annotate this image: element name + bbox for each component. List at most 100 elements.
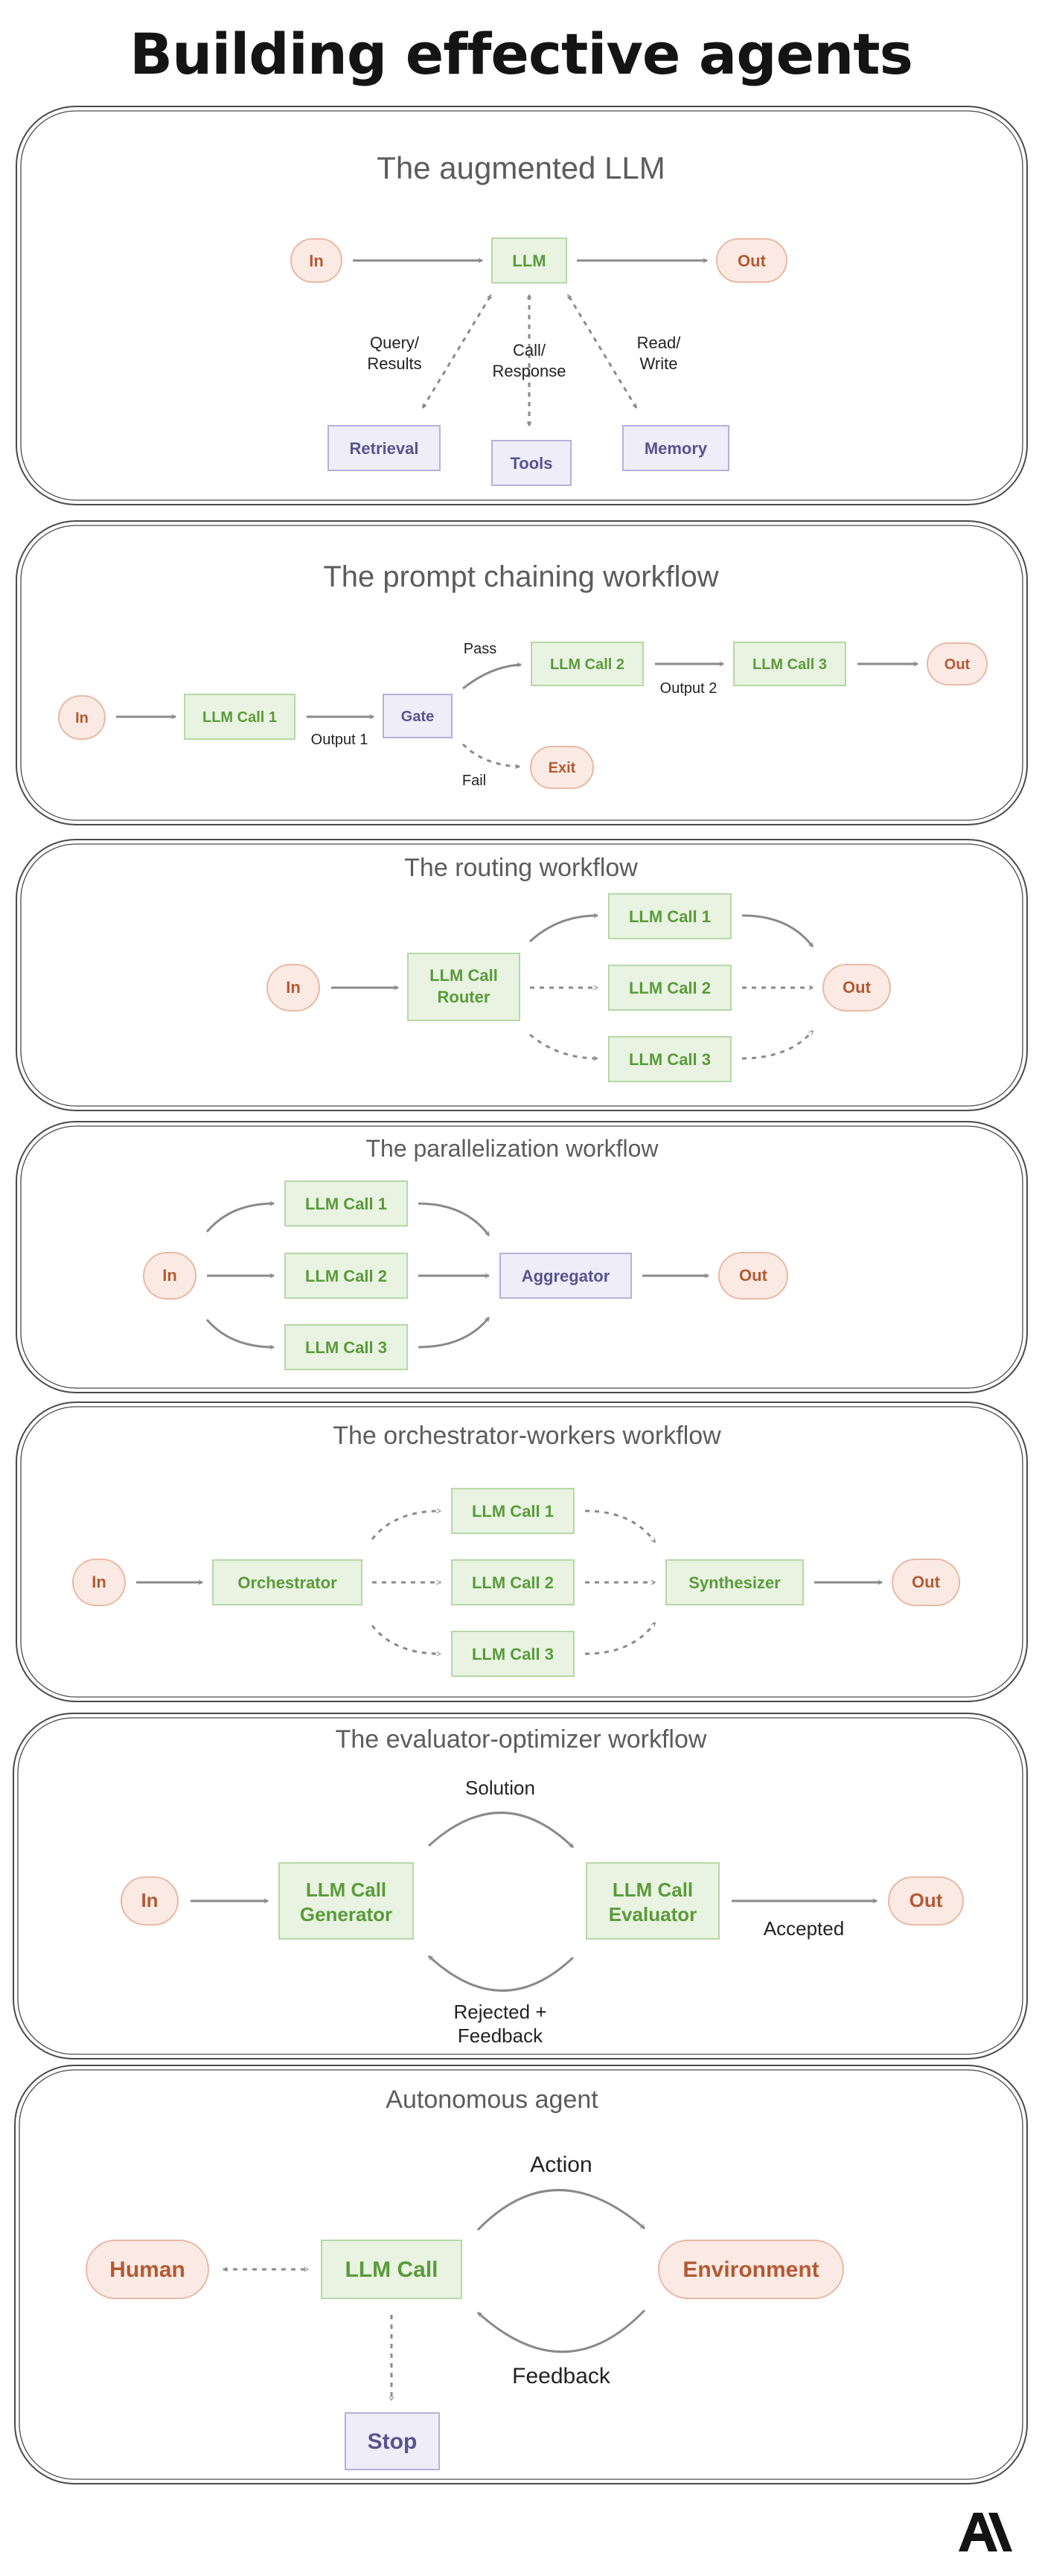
readwrite-label-1: Read/ — [637, 333, 682, 352]
action-label: Action — [530, 2152, 592, 2177]
llm-call-2-node — [531, 642, 644, 686]
in-node — [143, 1252, 196, 1300]
in-node — [58, 695, 106, 740]
memory-label: Memory — [645, 439, 708, 458]
in-label: In — [92, 1573, 106, 1591]
llm-call-1-node — [451, 1488, 575, 1534]
llm-call-3-label: LLM Call 3 — [472, 1645, 554, 1663]
out-node — [716, 238, 787, 283]
in-label: In — [162, 1266, 177, 1285]
llm-call-2-node — [608, 965, 732, 1011]
panel-title: The orchestrator-workers workflow — [333, 1422, 721, 1450]
gate-label: Gate — [401, 709, 434, 725]
retrieval-node — [327, 425, 441, 471]
output-2-label: Output 2 — [660, 680, 717, 697]
panel-parallelization: The parallelization workflow In LLM Call… — [16, 1121, 1028, 1393]
arrow — [427, 1812, 575, 1849]
llm-call-1-node — [284, 1180, 408, 1227]
dashed-arrow — [421, 295, 493, 408]
evaluator-label-2: Evaluator — [609, 1903, 697, 1925]
panel-orchestrator-workers: The orchestrator-workers workflow In Orc… — [16, 1402, 1028, 1702]
panel-augmented-llm: The augmented LLM In LLM Out Query/ Resu… — [16, 106, 1028, 505]
in-node — [72, 1559, 126, 1606]
out-label: Out — [843, 978, 872, 997]
out-label: Out — [738, 252, 767, 270]
memory-node — [622, 425, 729, 471]
gate-node — [383, 694, 453, 738]
llm-call-1-label: LLM Call 1 — [202, 709, 277, 726]
aggregator-node — [499, 1253, 632, 1299]
router-label-2: Router — [438, 988, 490, 1006]
in-label: In — [141, 1889, 158, 1911]
human-label: Human — [109, 2257, 185, 2282]
dashed-arrow — [741, 1030, 814, 1060]
fail-label: Fail — [462, 773, 486, 789]
tools-label: Tools — [510, 454, 552, 473]
dashed-arrow — [566, 295, 638, 408]
llm-call-3-node — [608, 1036, 732, 1082]
exit-label: Exit — [549, 760, 576, 776]
retrieval-label: Retrieval — [350, 439, 419, 458]
dashed-arrow — [461, 743, 520, 767]
llm-label: LLM — [512, 252, 546, 270]
aggregator-label: Aggregator — [522, 1267, 610, 1285]
llm-node — [491, 237, 567, 284]
out-label: Out — [944, 656, 971, 673]
router-label-1: LLM Call — [429, 966, 498, 985]
llm-call-1-label: LLM Call 1 — [629, 907, 711, 926]
anthropic-logo-icon — [959, 2513, 1012, 2551]
rejected-label-1: Rejected + — [453, 2001, 546, 2023]
environment-label: Environment — [683, 2257, 819, 2282]
pass-label: Pass — [464, 641, 496, 657]
orchestrator-label: Orchestrator — [237, 1573, 337, 1592]
llm-call-2-node — [284, 1253, 408, 1299]
human-node — [86, 2240, 209, 2299]
out-label: Out — [739, 1266, 768, 1285]
router-node — [407, 953, 520, 1021]
arrow — [418, 1202, 490, 1236]
llm-call-2-label: LLM Call 2 — [305, 1267, 387, 1285]
panel-autonomous-agent: Autonomous agent Human LLM Call Environm… — [14, 2065, 1028, 2484]
panel-title: The parallelization workflow — [365, 1135, 659, 1162]
stop-label: Stop — [368, 2429, 418, 2454]
panel-title: The routing workflow — [404, 854, 638, 882]
tools-node — [491, 440, 572, 486]
llm-call-1-node — [184, 694, 295, 740]
llm-call-3-label: LLM Call 3 — [305, 1338, 387, 1357]
out-node — [718, 1252, 788, 1300]
query-label-1: Query/ — [370, 333, 420, 352]
arrow — [528, 915, 598, 943]
stop-node — [345, 2412, 440, 2470]
out-node — [892, 1559, 960, 1606]
call-label-1: Call/ — [513, 341, 546, 359]
out-label: Out — [912, 1573, 941, 1591]
llm-call-1-node — [608, 893, 732, 939]
in-label: In — [309, 252, 324, 270]
llm-call-3-node — [733, 642, 846, 686]
evaluator-label-1: LLM Call — [613, 1879, 693, 1901]
environment-node — [658, 2240, 844, 2299]
llm-call-2-label: LLM Call 2 — [472, 1573, 554, 1592]
panel-routing: The routing workflow In LLM Call Router … — [16, 839, 1028, 1111]
arrow — [741, 914, 814, 947]
arrow — [427, 1955, 575, 1992]
out-node — [822, 964, 891, 1011]
page-title: Building effective agents — [130, 21, 913, 87]
llm-call-2-node — [451, 1559, 575, 1605]
rejected-label-2: Feedback — [458, 2024, 543, 2047]
llm-call-3-node — [451, 1631, 575, 1677]
panel-prompt-chaining: The prompt chaining workflow In LLM Call… — [16, 520, 1028, 825]
panel-title: The evaluator-optimizer workflow — [336, 1725, 707, 1754]
panel-title: The prompt chaining workflow — [323, 560, 718, 593]
orchestrator-node — [212, 1559, 362, 1605]
llm-call-3-label: LLM Call 3 — [752, 656, 827, 673]
call-label-2: Response — [492, 362, 566, 380]
panel-evaluator-optimizer: The evaluator-optimizer workflow In LLM … — [13, 1713, 1028, 2059]
output-1-label: Output 1 — [311, 732, 368, 748]
arrow — [205, 1319, 274, 1347]
dashed-arrow — [584, 1509, 656, 1542]
llm-call-1-label: LLM Call 1 — [472, 1502, 554, 1521]
evaluator-node — [586, 1862, 720, 1940]
in-label: In — [75, 710, 89, 726]
feedback-label: Feedback — [512, 2364, 611, 2388]
